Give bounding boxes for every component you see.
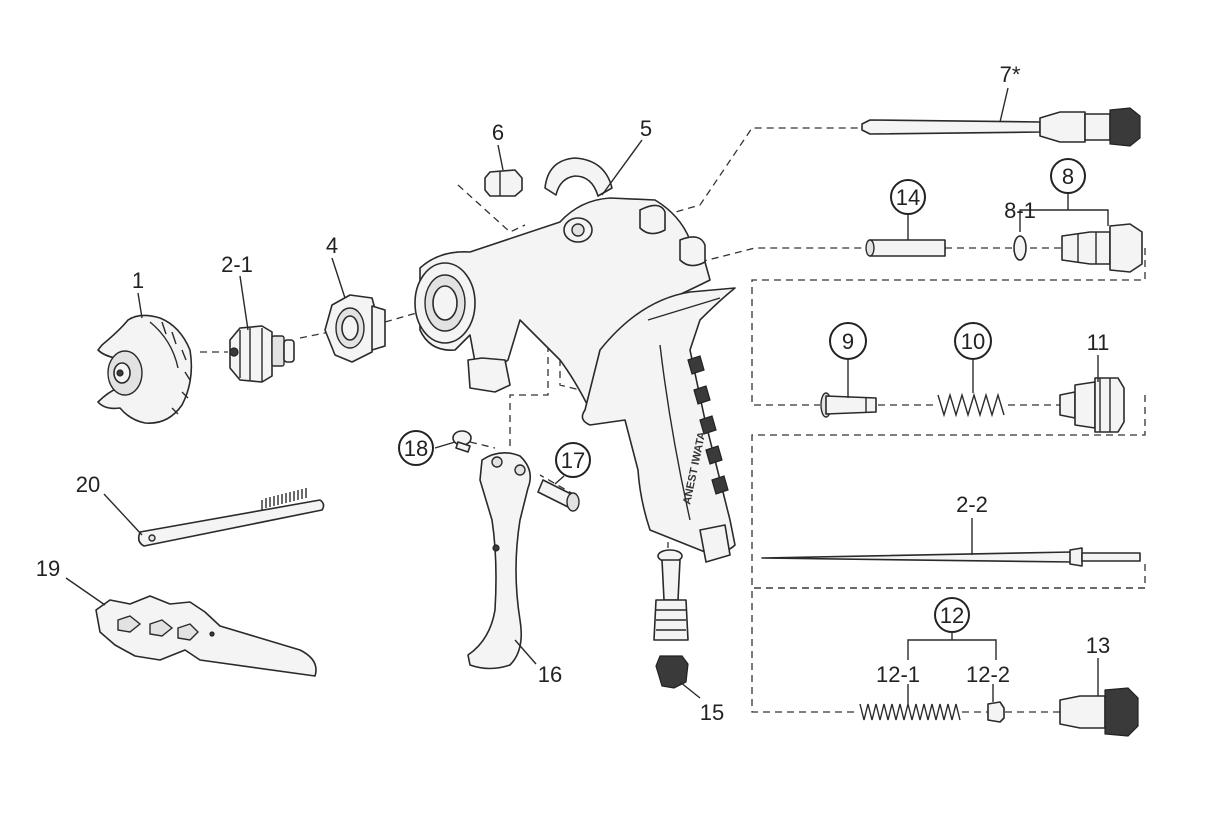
label-12-1: 12-1 bbox=[876, 662, 920, 687]
part-4-baffle bbox=[324, 294, 386, 363]
leader-lines bbox=[65, 87, 1099, 704]
part-17-pin bbox=[537, 479, 580, 512]
label-8-1: 8-1 bbox=[1004, 198, 1036, 223]
label-2-2: 2-2 bbox=[956, 492, 988, 517]
part-14-pin bbox=[865, 239, 946, 257]
label-17: 17 bbox=[561, 448, 585, 473]
part-6-plug bbox=[484, 169, 523, 197]
part-7-needle-set bbox=[861, 107, 1141, 147]
label-10: 10 bbox=[961, 329, 985, 354]
part-5-gun-body: ANEST IWATA bbox=[414, 157, 736, 563]
label-7: 7* bbox=[1000, 62, 1021, 87]
part-2-2-needle bbox=[761, 547, 1141, 567]
label-11: 11 bbox=[1087, 330, 1110, 355]
bracket-12 bbox=[907, 632, 997, 660]
label-1: 1 bbox=[132, 268, 144, 293]
label-9: 9 bbox=[842, 329, 854, 354]
label-18: 18 bbox=[404, 436, 428, 461]
marker-18 bbox=[398, 430, 434, 466]
bracket-8 bbox=[1019, 192, 1109, 232]
label-markers bbox=[398, 158, 1086, 633]
part-19-wrench bbox=[95, 595, 317, 677]
label-14: 14 bbox=[896, 185, 920, 210]
part-9-pin bbox=[820, 392, 877, 418]
label-4: 4 bbox=[326, 233, 338, 258]
part-11-air-valve bbox=[1059, 377, 1125, 433]
part-12-1-spring bbox=[859, 703, 961, 721]
marker-14 bbox=[890, 179, 926, 215]
label-8: 8 bbox=[1062, 164, 1074, 189]
part-18-screw bbox=[452, 430, 472, 453]
part-20-brush bbox=[137, 488, 325, 547]
part-16-trigger bbox=[467, 452, 531, 670]
part-12-2-cap bbox=[987, 701, 1005, 723]
label-12: 12 bbox=[940, 603, 964, 628]
marker-17 bbox=[555, 442, 591, 478]
part-10-spring bbox=[937, 392, 1005, 418]
part-2-1-fluid-nozzle bbox=[229, 325, 295, 383]
part-labels: 1 2-1 4 5 6 7* 8 8-1 14 9 10 11 2-2 12 1… bbox=[36, 62, 1110, 725]
label-20: 20 bbox=[76, 472, 100, 497]
label-15: 15 bbox=[700, 700, 724, 725]
marker-9 bbox=[829, 322, 867, 360]
label-2-1: 2-1 bbox=[221, 252, 253, 277]
marker-8 bbox=[1050, 158, 1086, 194]
label-16: 16 bbox=[538, 662, 562, 687]
label-13: 13 bbox=[1086, 633, 1110, 658]
marker-12 bbox=[934, 597, 970, 633]
label-19: 19 bbox=[36, 556, 60, 581]
label-6: 6 bbox=[492, 120, 504, 145]
part-13-adjust-knob bbox=[1059, 687, 1139, 737]
part-8-valve bbox=[1013, 223, 1143, 273]
marker-10 bbox=[954, 322, 992, 360]
label-5: 5 bbox=[640, 116, 652, 141]
part-15-fluid-adjust bbox=[653, 549, 689, 689]
label-12-2: 12-2 bbox=[966, 662, 1010, 687]
part-1-air-cap bbox=[97, 314, 193, 424]
